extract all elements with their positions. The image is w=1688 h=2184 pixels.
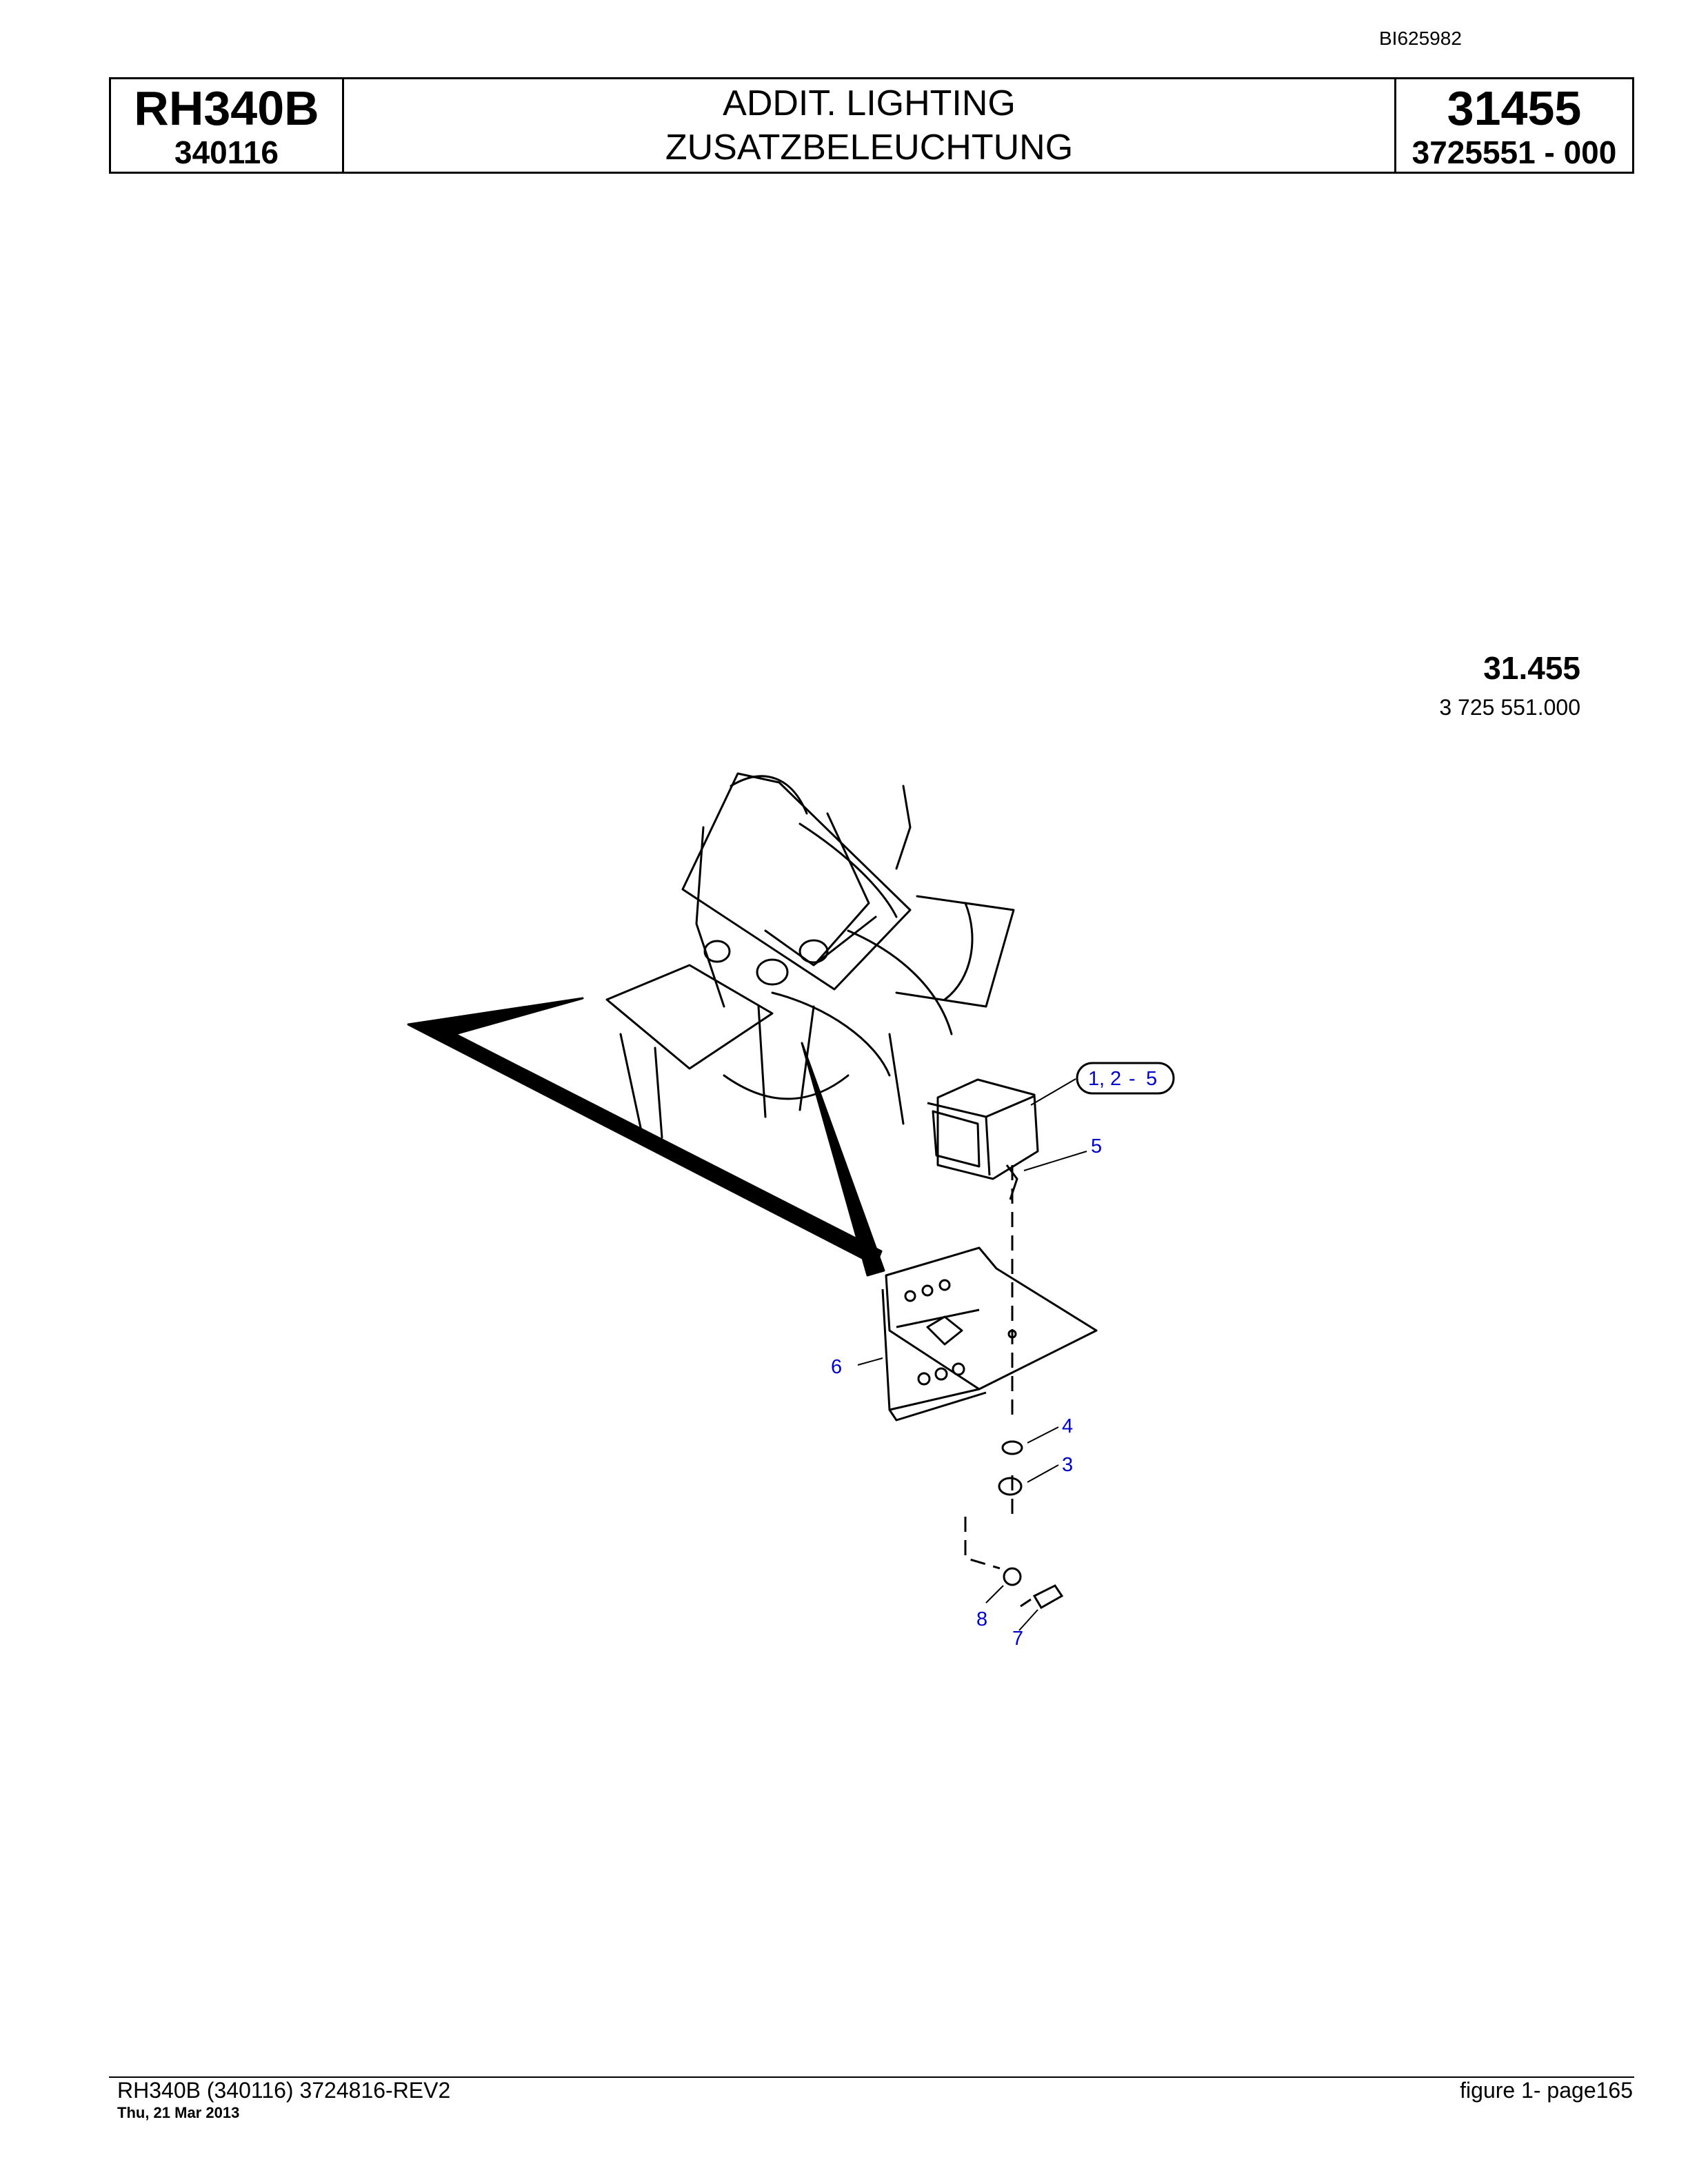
serial-number: 340116 <box>174 134 279 170</box>
title-german: ZUSATZBELEUCHTUNG <box>665 128 1074 168</box>
model-number: RH340B <box>134 81 319 135</box>
footer-divider <box>109 2076 1634 2078</box>
part-number: 3725551 - 000 <box>1411 134 1617 170</box>
callout-leaders <box>857 1078 1087 1631</box>
leader-arrows <box>407 997 885 1277</box>
callout-box-1-2-5 <box>1076 1062 1175 1095</box>
callout-separator: , <box>1099 1068 1105 1090</box>
callout-2: 2 <box>1110 1068 1121 1090</box>
fastener-hardware <box>964 1165 1064 1610</box>
group-cell: 31455 3725551 - 000 <box>1396 79 1632 172</box>
callout-4: 4 <box>1062 1415 1073 1437</box>
title-english: ADDIT. LIGHTING <box>723 83 1016 123</box>
footer-date: Thu, 21 Mar 2013 <box>117 2104 240 2121</box>
callout-1: 1 <box>1088 1068 1099 1090</box>
figure-number: 31.455 <box>1483 650 1580 686</box>
model-cell: RH340B 340116 <box>111 79 344 172</box>
footer-document-ref: RH340B (340116) 3724816-REV2 <box>117 2078 451 2103</box>
callout-3: 3 <box>1062 1454 1073 1476</box>
boom-assembly-illustration <box>605 772 1015 1139</box>
callout-8: 8 <box>976 1608 987 1630</box>
callout-5: 5 <box>1091 1135 1102 1157</box>
callout-7: 7 <box>1012 1628 1023 1650</box>
callout-labels: 1 , 2 - 5 5 6 4 3 8 7 <box>831 1068 1157 1650</box>
document-id: BI625982 <box>1379 28 1462 49</box>
figure-part-number: 3 725 551.000 <box>1439 695 1580 720</box>
callout-5-box: 5 <box>1146 1068 1157 1090</box>
callout-6: 6 <box>831 1356 842 1378</box>
bracket <box>881 1246 1098 1422</box>
footer-page-ref: figure 1- page165 <box>1460 2078 1633 2103</box>
lamp-assembly <box>927 1078 1039 1200</box>
group-number: 31455 <box>1447 81 1582 135</box>
title-cell: ADDIT. LIGHTING ZUSATZBELEUCHTUNG <box>344 79 1396 172</box>
callout-dash: - <box>1129 1068 1136 1090</box>
title-block: RH340B 340116 ADDIT. LIGHTING ZUSATZBELE… <box>109 77 1634 174</box>
